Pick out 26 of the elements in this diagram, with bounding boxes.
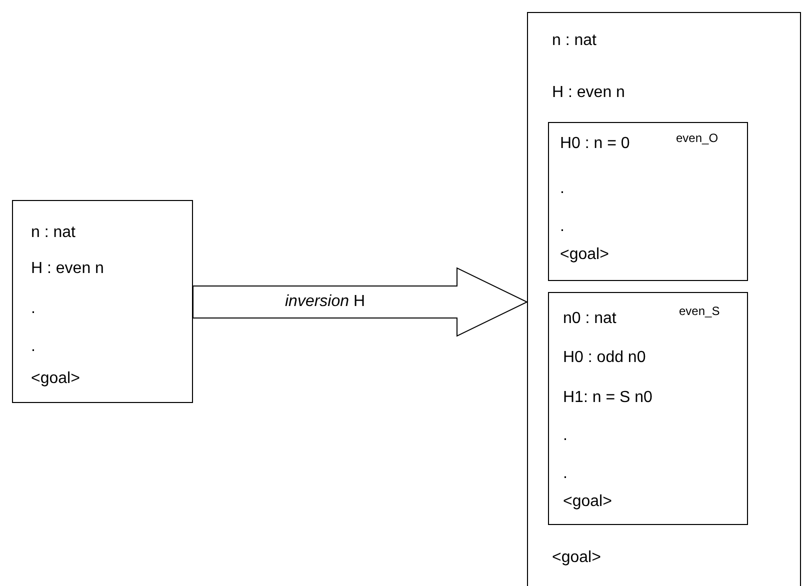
hypothesis-text: n : nat — [552, 32, 596, 50]
ellipsis-dot: . — [563, 465, 568, 483]
hypothesis-text: n : nat — [31, 224, 76, 242]
case-label: even_O — [676, 131, 718, 145]
context-box — [527, 12, 801, 586]
hypothesis-text: H0 : n = 0 — [560, 135, 630, 153]
goal-text: <goal> — [560, 246, 609, 264]
hypothesis-text: H : even n — [552, 84, 625, 102]
goal-text: <goal> — [552, 549, 601, 567]
case-label: even_S — [679, 304, 720, 318]
edge-label: inversion H — [284, 293, 366, 311]
ellipsis-dot: . — [31, 338, 36, 356]
goal-text: <goal> — [31, 370, 80, 388]
block-arrow — [192, 267, 528, 337]
context-box — [12, 200, 193, 403]
goal-text: <goal> — [563, 493, 612, 511]
ellipsis-dot: . — [31, 300, 36, 318]
hypothesis-text: H : even n — [31, 260, 104, 278]
hypothesis-text: H1: n = S n0 — [563, 389, 652, 407]
hypothesis-text: n0 : nat — [563, 310, 616, 328]
context-box — [548, 292, 748, 525]
ellipsis-dot: . — [563, 427, 568, 445]
context-box — [548, 122, 748, 281]
ellipsis-dot: . — [560, 218, 564, 236]
hypothesis-text: H0 : odd n0 — [563, 349, 646, 367]
ellipsis-dot: . — [560, 180, 564, 198]
